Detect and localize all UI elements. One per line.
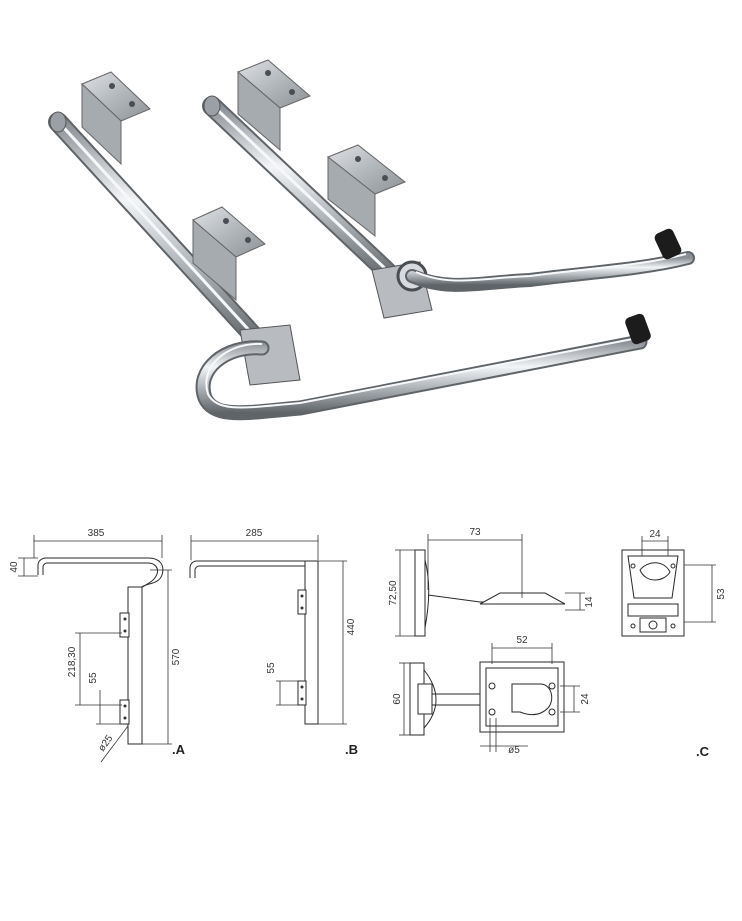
dim-b-height: 440 xyxy=(346,618,357,635)
label-view-c: .C xyxy=(696,744,710,759)
dim-c-hole-spacing: 24 xyxy=(580,693,591,705)
label-view-b: .B xyxy=(345,742,358,757)
dim-b-width: 285 xyxy=(246,528,263,539)
dim-a-hook: 40 xyxy=(9,561,20,573)
dim-c-base-height: 72,50 xyxy=(388,580,399,605)
technical-drawing-a: 385 40 570 218,30 55 ø25 .A xyxy=(9,528,186,763)
dim-c-plate-height: 60 xyxy=(392,693,403,705)
dim-a-tube-diameter: ø25 xyxy=(97,733,116,754)
technical-drawing-b: 285 440 55 .B xyxy=(189,528,358,757)
dim-c-hole-diameter: ø5 xyxy=(508,745,520,756)
dim-a-bracket-spacing: 218,30 xyxy=(67,646,78,677)
dim-c-stop-height: 14 xyxy=(584,596,595,608)
dim-a-width: 385 xyxy=(88,528,105,539)
dim-c-top-width: 24 xyxy=(649,529,661,540)
dim-c-top-height: 53 xyxy=(716,588,727,600)
technical-drawing-c: 73 72,50 14 52 24 60 ø5 xyxy=(388,527,727,759)
dim-c-arm-length: 73 xyxy=(469,527,481,538)
product-photo-right-holder xyxy=(202,59,695,319)
label-view-a: .A xyxy=(172,742,186,757)
dim-c-catch-width: 52 xyxy=(516,635,528,646)
dim-b-bracket-gap: 55 xyxy=(266,662,277,674)
product-photo-left-holder xyxy=(48,71,651,421)
dim-a-height: 570 xyxy=(171,648,182,665)
dim-a-bracket-gap: 55 xyxy=(88,672,99,684)
